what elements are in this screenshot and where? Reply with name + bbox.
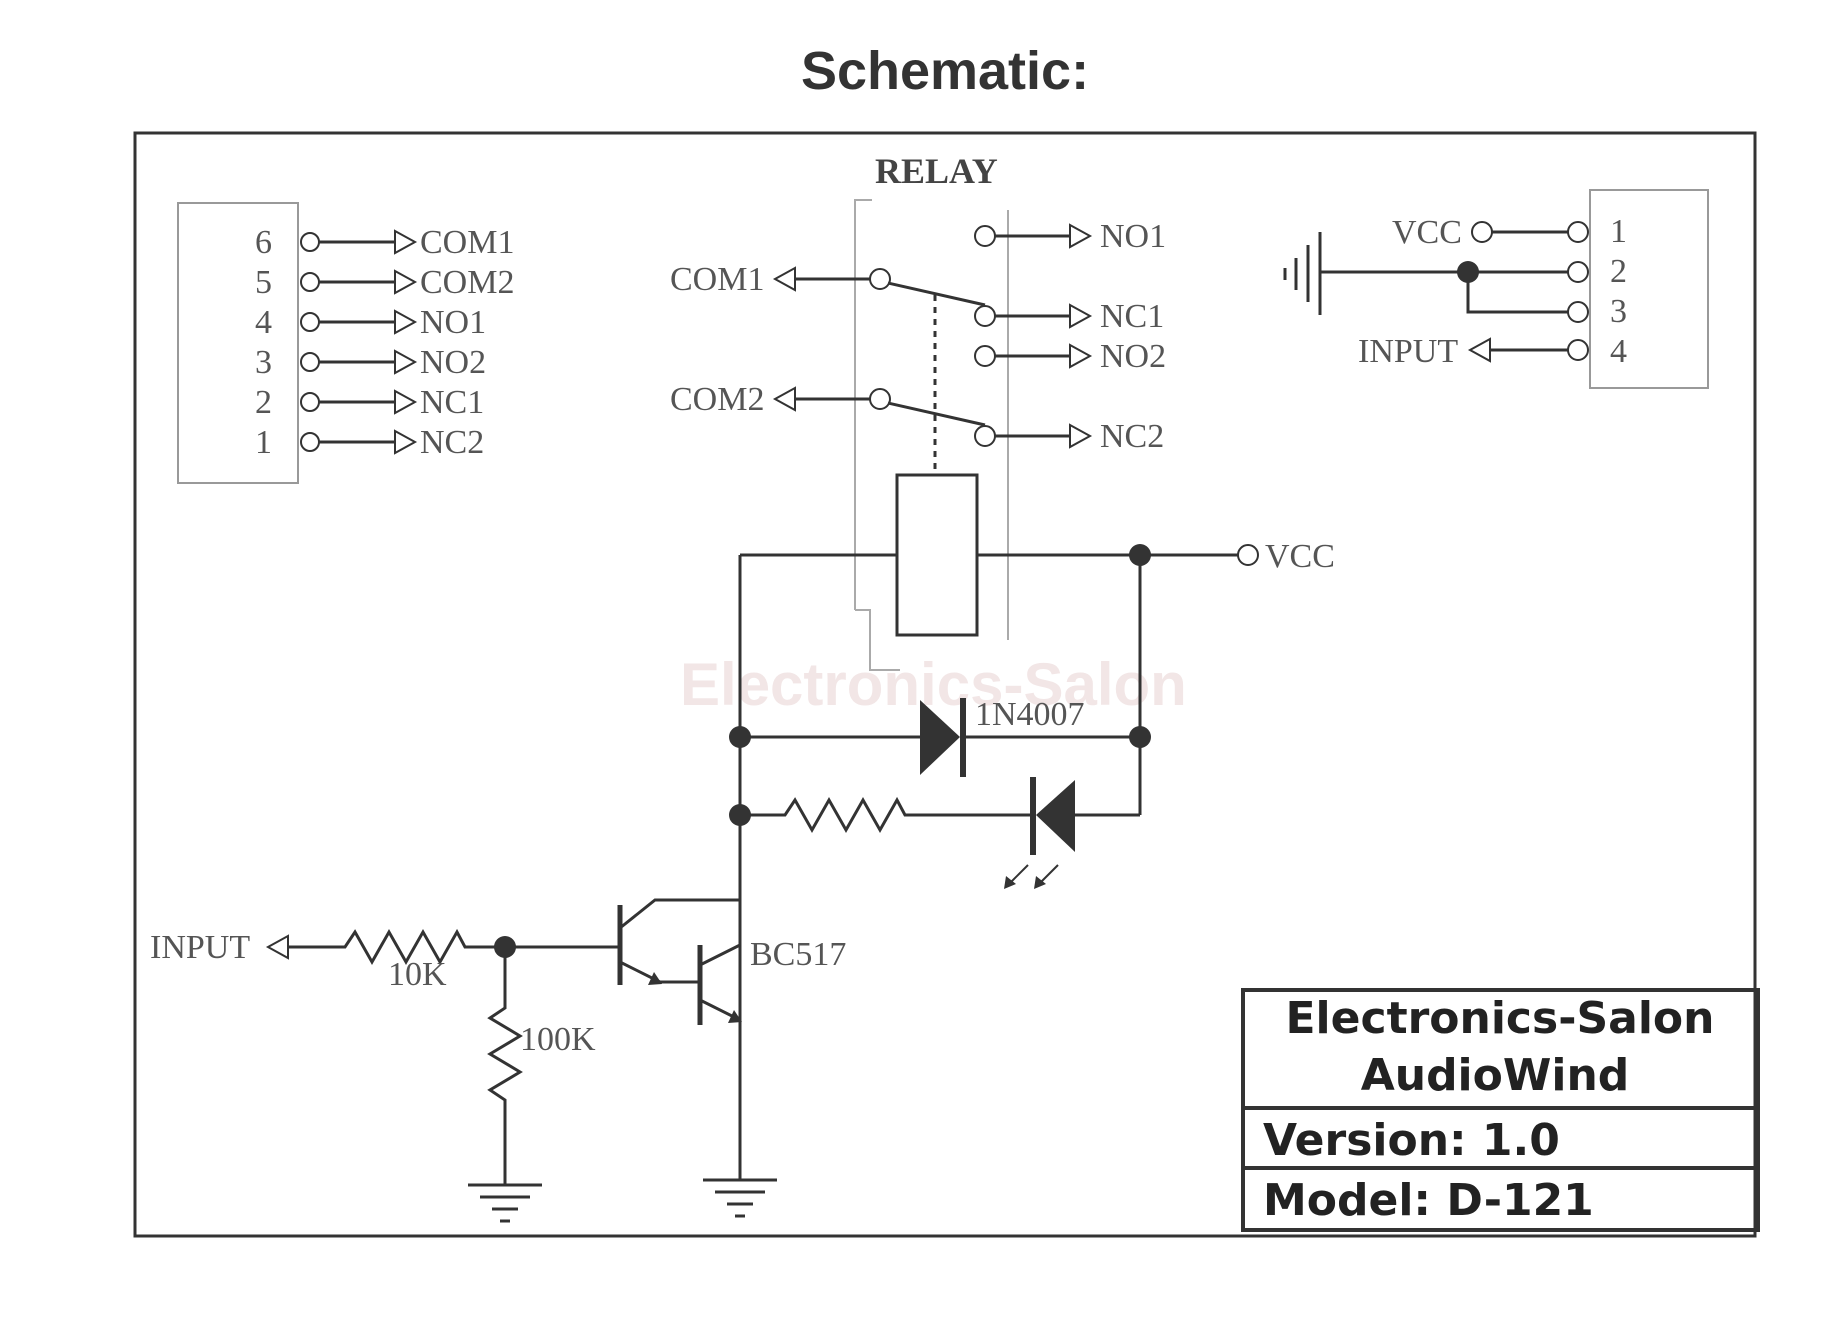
left-pin-signal: NO1 <box>420 304 486 341</box>
left-pin-number: 4 <box>255 304 272 341</box>
contact-circle <box>869 268 891 290</box>
contact-circle <box>974 425 996 447</box>
diode-1n4007 <box>920 700 960 775</box>
r2-label: 100K <box>520 1021 596 1058</box>
relay-no2-label: NO2 <box>1100 338 1166 375</box>
ground-symbol <box>468 1183 542 1223</box>
schematic-frame <box>133 131 1757 1238</box>
pin-circle <box>300 392 320 412</box>
resistor-10k <box>288 928 620 966</box>
title-block-company: Electronics-Salon <box>1286 993 1715 1044</box>
vcc-terminal <box>1237 544 1259 566</box>
relay-com1-label: COM1 <box>670 261 764 298</box>
led-resistor <box>740 796 1030 834</box>
relay-com2-label: COM2 <box>670 381 764 418</box>
input-label: INPUT <box>150 929 250 966</box>
left-pin-signal: COM1 <box>420 224 514 261</box>
left-pin-signal: NO2 <box>420 344 486 381</box>
pin-circle <box>1567 301 1589 323</box>
pin-circle <box>300 352 320 372</box>
title-block-product: AudioWind <box>1361 1050 1630 1101</box>
led <box>1036 780 1075 852</box>
resistor-100k <box>487 947 523 1185</box>
right-connector: 1 2 3 4 VCC INPUT <box>1283 189 1709 389</box>
left-connector-pin-row: 4 NO1 <box>255 304 486 341</box>
contact-circle <box>869 388 891 410</box>
left-pin-number: 3 <box>255 344 272 381</box>
right-input-label: INPUT <box>1358 333 1458 370</box>
diode-label: 1N4007 <box>975 696 1085 733</box>
right-connector-body <box>1589 189 1709 389</box>
ground-symbol <box>703 1178 777 1218</box>
contact-circle <box>974 225 996 247</box>
left-connector-pin-row: 2 NC1 <box>255 384 484 421</box>
left-pin-number: 2 <box>255 384 272 421</box>
left-pin-signal: NC2 <box>420 424 484 461</box>
left-connector-pin-row: 6 COM1 <box>255 224 514 261</box>
relay-coil <box>895 473 979 637</box>
left-pin-signal: COM2 <box>420 264 514 301</box>
title-block-model: Model: D-121 <box>1263 1175 1594 1226</box>
contact-circle <box>974 305 996 327</box>
pin-circle <box>1567 339 1589 361</box>
junction-dot <box>729 726 751 748</box>
driver-circuit: VCC 1N4007 INPUT 10K 100K <box>150 538 1335 1223</box>
left-connector-pin-row: 1 NC2 <box>255 424 484 461</box>
switch-arm-2 <box>887 401 986 427</box>
led-light-arrows <box>1004 864 1059 889</box>
title-block: Electronics-Salon AudioWind Version: 1.0… <box>1241 988 1760 1232</box>
pin-circle <box>1567 221 1589 243</box>
relay: RELAY COM1 NO1 NC1 NO2 COM2 <box>670 151 1166 671</box>
relay-nc1-label: NC1 <box>1100 298 1164 335</box>
left-pin-number: 6 <box>255 224 272 261</box>
pin-circle <box>300 432 320 452</box>
junction-dot <box>1129 726 1151 748</box>
left-pin-number: 1 <box>255 424 272 461</box>
r1-label: 10K <box>388 956 447 993</box>
left-connector-pin-row: 3 NO2 <box>255 344 486 381</box>
page-title: Schematic: <box>800 41 1090 101</box>
pin-circle <box>300 312 320 332</box>
left-pin-signal: NC1 <box>420 384 484 421</box>
pin-circle <box>300 232 320 252</box>
left-connector-body <box>177 202 299 484</box>
pin-circle <box>300 272 320 292</box>
relay-bracket-left <box>854 199 872 610</box>
relay-nc2-label: NC2 <box>1100 418 1164 455</box>
pin-circle <box>1567 261 1589 283</box>
left-pin-number: 5 <box>255 264 272 301</box>
pin-circle <box>1471 221 1493 243</box>
title-block-version: Version: 1.0 <box>1263 1115 1560 1166</box>
relay-no1-label: NO1 <box>1100 218 1166 255</box>
transistor-label: BC517 <box>750 936 846 973</box>
relay-label: RELAY <box>875 151 998 191</box>
right-pin-number: 4 <box>1610 333 1627 370</box>
contact-circle <box>974 345 996 367</box>
watermark: Electronics-Salon <box>680 651 1187 718</box>
left-connector: 6 COM1 5 COM2 4 NO1 3 NO2 2 <box>177 202 514 484</box>
transistor-bc517 <box>617 898 742 1180</box>
left-connector-pin-row: 5 COM2 <box>255 264 514 301</box>
right-pin-number: 2 <box>1610 253 1627 290</box>
switch-arm-1 <box>887 281 986 307</box>
right-pin-number: 1 <box>1610 213 1627 250</box>
vcc-label: VCC <box>1265 538 1335 575</box>
right-vcc-label: VCC <box>1392 214 1462 251</box>
right-pin-number: 3 <box>1610 293 1627 330</box>
